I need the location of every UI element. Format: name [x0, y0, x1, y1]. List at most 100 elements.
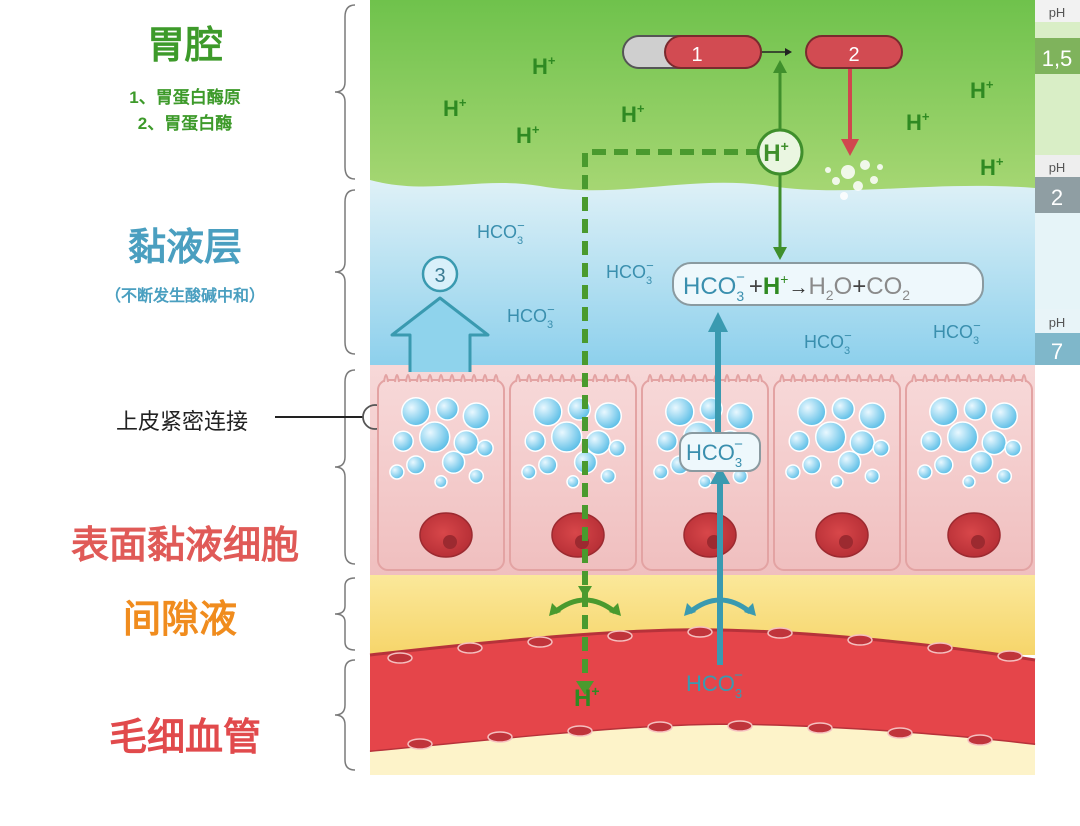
- bicarbonate-path: [684, 312, 756, 665]
- lumen-h-plus-6: H+: [906, 109, 930, 135]
- lumen-sub-2: 2、胃蛋白酶: [137, 114, 233, 133]
- ph-unit-1: pH: [1049, 5, 1066, 20]
- endothelial-cell: [387, 652, 413, 664]
- mucus-granule: [969, 450, 994, 474]
- mucus-granule: [401, 397, 431, 427]
- mucus-granule: [608, 439, 626, 457]
- mucus-hco3-1: HCO3−: [477, 218, 525, 247]
- epithelial-cell: [377, 374, 505, 571]
- ph-value-mucus-bottom: 7: [1051, 339, 1063, 364]
- mucus-granule: [917, 464, 933, 480]
- lumen-h-plus-3: H+: [516, 122, 540, 148]
- endothelial-cell: [487, 731, 513, 743]
- endothelial-cell: [887, 727, 913, 739]
- enzyme-activation-arrow: [762, 48, 859, 156]
- mucus-granule: [594, 402, 623, 430]
- mucus-granule: [435, 397, 460, 421]
- capillary-h-plus: H+: [574, 683, 600, 712]
- epithelial-cell: [509, 374, 637, 571]
- endothelial-cell: [687, 626, 713, 638]
- cell-hco3-label: HCO3−: [686, 436, 743, 470]
- mucus-granule: [837, 450, 862, 474]
- mucus-granule: [698, 475, 712, 489]
- endothelial-cell: [927, 642, 953, 654]
- mucus-granule: [831, 397, 856, 421]
- ph-swatch-mucus-bottom: [1035, 333, 1080, 365]
- capillary-endothelium: [387, 626, 1023, 750]
- mucus-granule: [521, 464, 537, 480]
- ph-value-lumen: 1,5: [1042, 46, 1073, 71]
- mucus-granule: [996, 468, 1013, 484]
- mucus-granule: [441, 450, 466, 474]
- mucus-granule: [600, 468, 617, 484]
- mucus-hco3-5: HCO3−: [933, 318, 981, 347]
- endothelial-cell: [767, 627, 793, 639]
- mucus-granule: [872, 439, 890, 457]
- enzyme-1-label: 1: [691, 44, 702, 66]
- mucus-granule: [797, 397, 827, 427]
- mucus-granule: [566, 475, 580, 489]
- mucus-granule: [585, 429, 611, 456]
- endothelial-cell: [607, 630, 633, 642]
- lumen-h-plus-7: H+: [980, 154, 1004, 180]
- ph-swatch-lumen: [1035, 38, 1080, 74]
- endothelial-cell: [847, 634, 873, 646]
- mucus-granule: [785, 464, 801, 480]
- mucus-granule: [434, 475, 448, 489]
- mucus-granule: [920, 430, 942, 452]
- lumen-h-plus-5: H+: [970, 77, 994, 103]
- mucus-granule: [462, 402, 491, 430]
- mucus-granule: [934, 455, 954, 475]
- mucus-granule: [1004, 439, 1022, 457]
- mucus-granule: [453, 429, 479, 456]
- ph-unit-3: pH: [1049, 315, 1066, 330]
- mucus-granule: [389, 464, 405, 480]
- lumen-title: 胃腔: [146, 25, 223, 67]
- h-plus-path: [549, 149, 760, 695]
- mucus-granule: [858, 402, 887, 430]
- capillary-title: 毛细血管: [108, 717, 261, 759]
- ph-swatch-mucus-top: [1035, 177, 1080, 213]
- mucus-granule: [550, 421, 583, 453]
- reaction-equation: HCO3−+H+→H2O+CO2: [683, 269, 910, 304]
- h-plus-circle: [756, 128, 804, 176]
- mucus-granule: [946, 421, 979, 453]
- epithelial-cell: [641, 374, 769, 571]
- endothelial-cell: [527, 636, 553, 648]
- interstitial-title: 间隙液: [122, 599, 237, 641]
- diagram-texts: 1 2 H+ 3 H+ H+ H+ H+ H+ H+ H+ HCO3− HCO3…: [434, 5, 1072, 712]
- ph-unit-2: pH: [1049, 160, 1066, 175]
- endothelial-cell: [647, 721, 673, 733]
- enzyme-2-label: 2: [848, 44, 859, 66]
- endothelial-cell: [567, 725, 593, 737]
- mucus-granule: [726, 402, 755, 430]
- mucus-granule: [524, 430, 546, 452]
- lumen-h-plus-4: H+: [621, 101, 645, 127]
- mucus-granule: [468, 468, 485, 484]
- h-plus-circle-sup: +: [781, 138, 789, 154]
- mucus-hco3-4: HCO3−: [804, 328, 852, 357]
- capillary-hco3: HCO3−: [686, 667, 743, 701]
- cell-bicarbonate-box: [679, 432, 761, 472]
- pepsinogen-capsule: [622, 35, 762, 69]
- mucus-secretion-marker: [421, 255, 459, 293]
- mucus-granule: [849, 429, 875, 456]
- endothelial-cell: [407, 738, 433, 750]
- epithelial-cell: [773, 374, 901, 571]
- mucus-granule: [538, 455, 558, 475]
- mucus-granule: [963, 397, 988, 421]
- layer-brackets: [334, 4, 356, 771]
- pepsin-capsule: [805, 35, 903, 69]
- digested-fragments: [825, 160, 883, 200]
- mucus-granule: [990, 402, 1019, 430]
- mucus-granule: [962, 475, 976, 489]
- h-plus-circle-label: H: [763, 140, 780, 167]
- mucus-sub: （不断发生酸碱中和）: [104, 288, 265, 305]
- capillary-layer: [370, 629, 1035, 752]
- endothelial-cell: [457, 642, 483, 654]
- mucus-secretion-arrow: [390, 296, 490, 372]
- mucus-granule: [788, 430, 810, 452]
- mucus-granule: [392, 430, 414, 452]
